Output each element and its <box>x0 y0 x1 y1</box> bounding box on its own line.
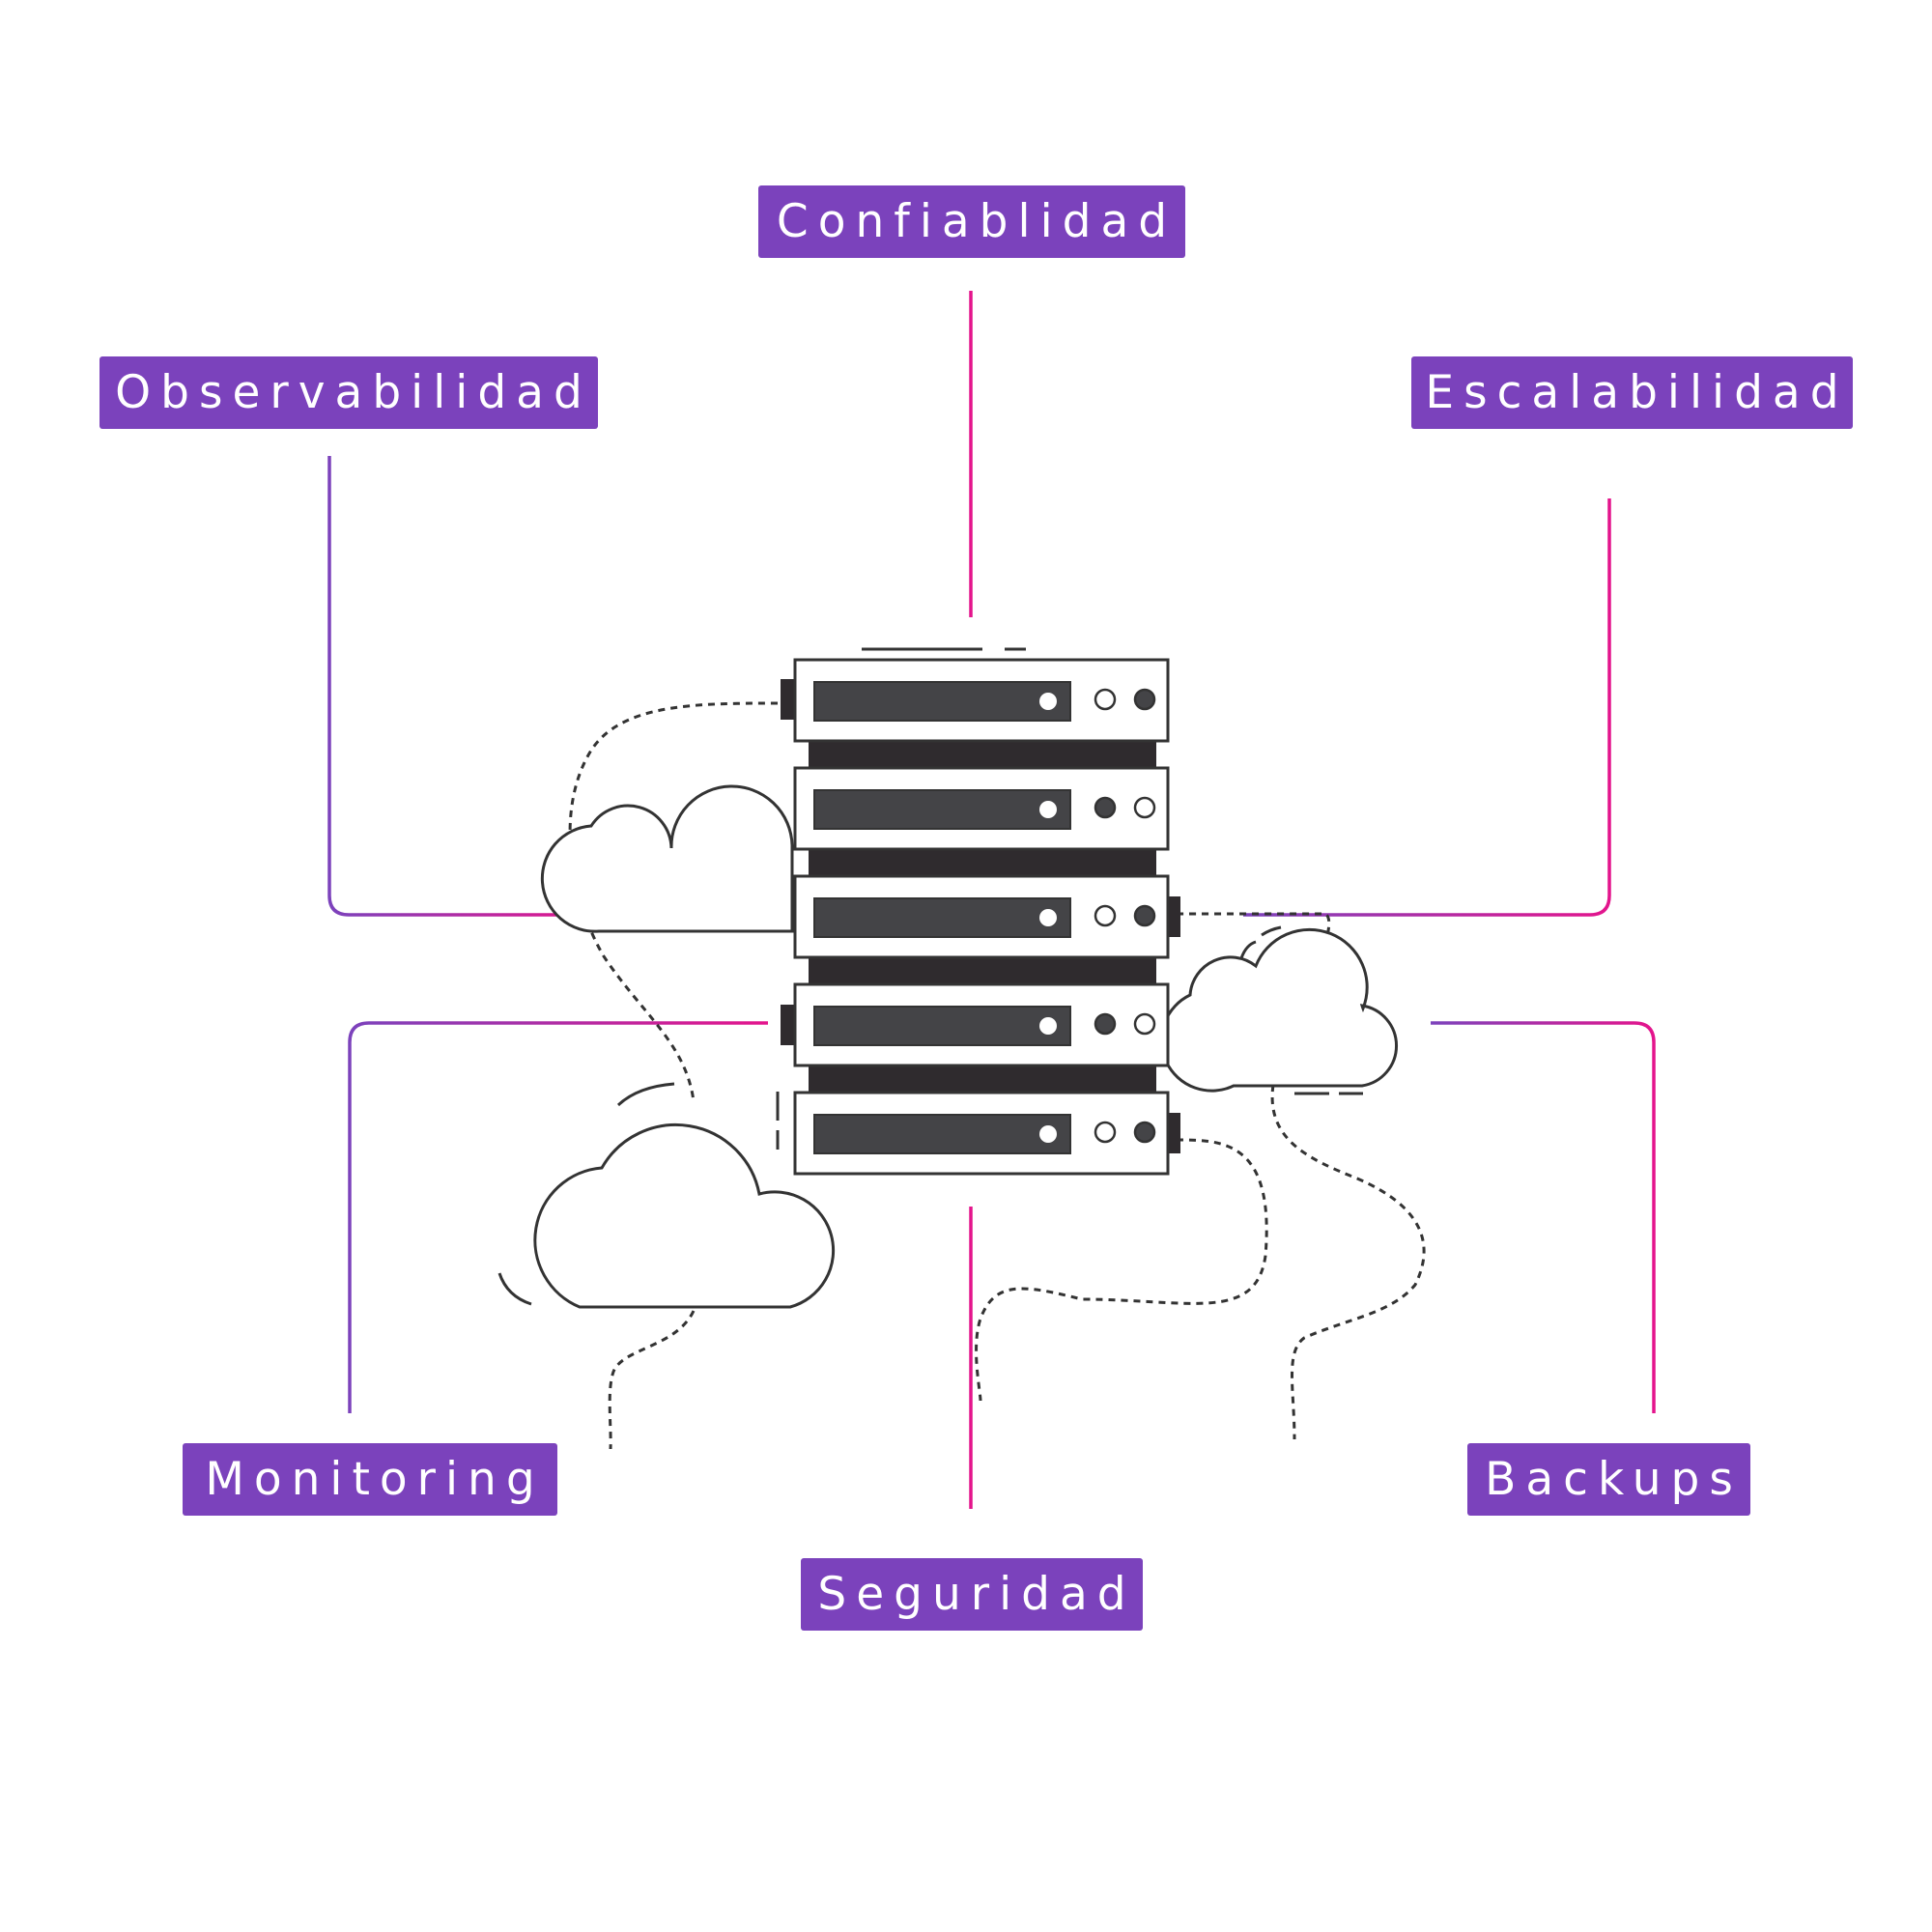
status-light <box>1133 1012 1156 1036</box>
drive-bay <box>813 1006 1071 1046</box>
server-rack-icon <box>781 658 1180 1176</box>
status-light <box>1094 904 1117 927</box>
status-light <box>1133 796 1156 819</box>
rack-spacer <box>809 848 1156 877</box>
drive-led <box>1039 1017 1057 1035</box>
rack-port <box>1167 1113 1180 1153</box>
status-light <box>1094 1121 1117 1144</box>
cloud-icon <box>1159 927 1398 1093</box>
rack-port <box>781 1005 794 1045</box>
connector-lines <box>327 291 1656 1509</box>
label-observabilidad: Observabilidad <box>99 356 598 429</box>
drive-led <box>1039 693 1057 710</box>
rack-port <box>781 679 794 720</box>
status-light <box>1094 1012 1117 1036</box>
status-light <box>1133 1121 1156 1144</box>
rack-spacer <box>809 740 1156 769</box>
rack-spacer <box>809 956 1156 985</box>
drive-bay <box>813 1114 1071 1154</box>
connector-observabilidad <box>327 456 591 917</box>
status-light <box>1094 688 1117 711</box>
drive-led <box>1039 909 1057 926</box>
drive-bay <box>813 681 1071 722</box>
cloud-icon <box>540 784 794 933</box>
status-light <box>1133 688 1156 711</box>
label-backups: Backups <box>1467 1443 1750 1516</box>
label-monitoring: Monitoring <box>183 1443 557 1516</box>
rack-port <box>1167 896 1180 937</box>
connector-monitoring <box>348 1021 768 1413</box>
label-confiablidad: Confiablidad <box>758 185 1185 258</box>
cloud-icon <box>533 1122 836 1309</box>
rack-spacer <box>809 1065 1156 1094</box>
label-seguridad: Seguridad <box>801 1558 1143 1631</box>
drive-led <box>1039 801 1057 818</box>
drive-bay <box>813 789 1071 830</box>
cloud-sketch-marks <box>497 647 1363 1306</box>
drive-bay <box>813 897 1071 938</box>
connector-backups <box>1431 1021 1656 1413</box>
drive-led <box>1039 1125 1057 1143</box>
status-light <box>1133 904 1156 927</box>
label-escalabilidad: Escalabilidad <box>1411 356 1853 429</box>
connector-escalabilidad <box>1243 498 1611 917</box>
status-light <box>1094 796 1117 819</box>
